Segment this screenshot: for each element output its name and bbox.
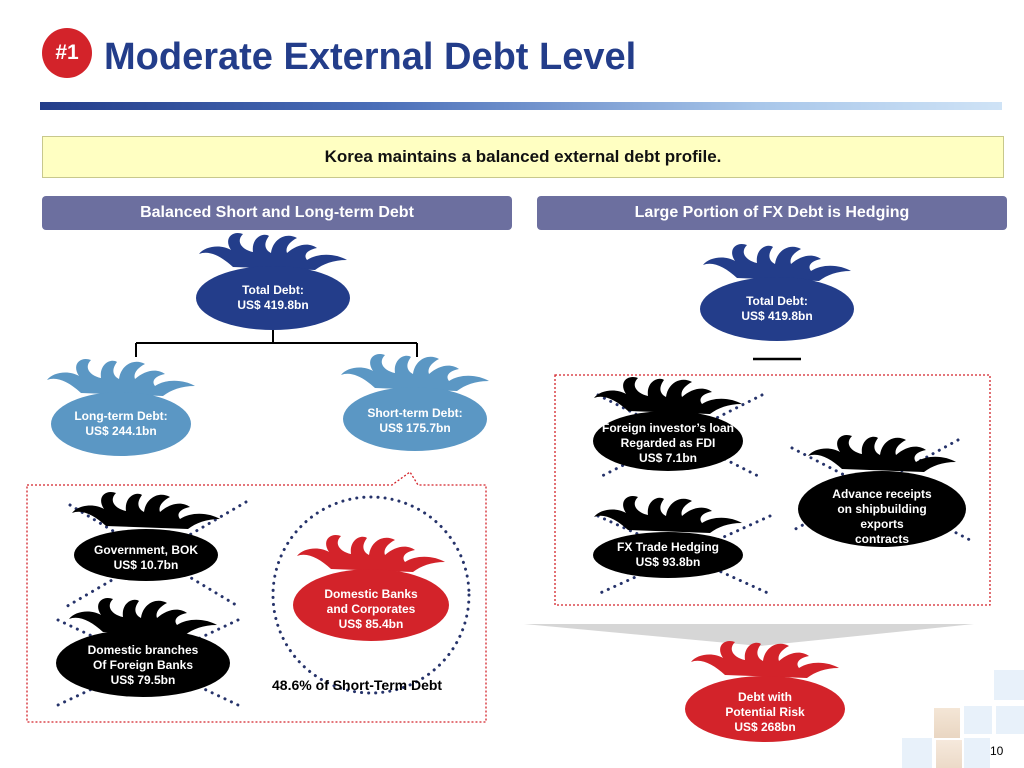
node-foreign-branches [56,597,230,697]
node-government [72,491,220,581]
node-long-term-debt [47,358,195,456]
summary-banner: Korea maintains a balanced external debt… [42,136,1004,178]
short-term-breakdown-box [26,471,487,723]
short-term-share-note: 48.6% of Short-Term Debt [272,677,443,693]
tree-connectors [135,328,418,357]
node-fx-hedging [593,495,743,578]
node-advance-receipts [798,434,966,547]
page-title: Moderate External Debt Level [104,36,637,78]
highlight-circle [271,495,471,695]
short-term-debt-label: Short-term Debt:US$ 175.7bn [367,406,463,435]
node-short-term-debt [341,353,489,451]
arrow-wedge [524,624,974,646]
node-total-debt-right [700,243,854,341]
cross-out-fx-hedging [596,514,772,596]
node-fdi [593,376,743,471]
long-term-debt-label: Long-term Debt:US$ 244.1bn [74,409,168,438]
decorative-corner-tiles [902,670,1024,768]
title-rule [40,102,1002,110]
node-potential-risk [685,640,845,742]
right-section-header: Large Portion of FX Debt is Hedging [537,196,1007,230]
hedging-breakdown-box [554,374,991,606]
total-debt-right-label: Total Debt:US$ 419.8bn [741,294,813,323]
node-total-debt-left [196,232,350,330]
total-debt-left-label: Total Debt:US$ 419.8bn [237,283,309,312]
page-number: 10 [990,744,1004,758]
left-section-header: Balanced Short and Long-term Debt [42,196,512,230]
node-domestic-banks [293,534,449,641]
section-badge: #1 [42,28,92,78]
